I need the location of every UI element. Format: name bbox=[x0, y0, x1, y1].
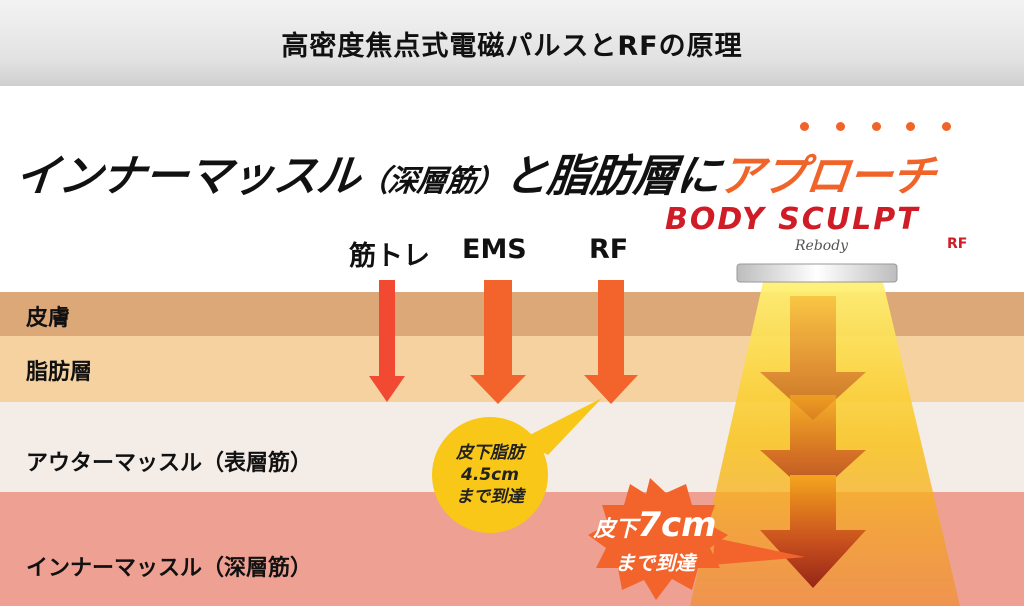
layer-label-inner-muscle: インナーマッスル（深層筋） bbox=[26, 556, 313, 581]
headline: インナーマッスル（深層筋）と脂肪層にアプローチ bbox=[13, 140, 939, 204]
burst-prefix: 皮下 bbox=[593, 517, 638, 542]
headline-accent: アプローチ bbox=[716, 151, 938, 202]
headline-part2: と脂肪層に bbox=[501, 151, 723, 202]
headline-part1: インナーマッスル bbox=[12, 151, 363, 202]
bubble-tail bbox=[520, 398, 602, 455]
header-bar: 高密度焦点式電磁パルスとRFの原理 bbox=[0, 0, 1024, 86]
layer-label-fat: 脂肪層 bbox=[26, 360, 93, 385]
device-head bbox=[736, 263, 898, 283]
emphasis-dot bbox=[836, 122, 845, 131]
rf-arrow bbox=[584, 280, 638, 404]
logo-sub: Rebody bbox=[795, 238, 849, 254]
emphasis-dot bbox=[800, 122, 809, 131]
layer-label-outer-muscle: アウターマッスル（表層筋） bbox=[26, 451, 313, 476]
page-title: 高密度焦点式電磁パルスとRFの原理 bbox=[281, 30, 743, 62]
emphasis-dot bbox=[942, 122, 951, 131]
bubble-line1: 皮下脂肪 bbox=[456, 443, 524, 463]
layer-label-skin: 皮膚 bbox=[26, 306, 71, 331]
ems-arrow bbox=[470, 280, 526, 404]
bubble-line2: 4.5cm bbox=[461, 465, 519, 485]
burst-line2: まで到達 bbox=[615, 551, 695, 575]
brand-logo: BODY SCULPT Rebody RF bbox=[665, 202, 975, 272]
method-label-rf: RF bbox=[589, 234, 629, 265]
bubble-line3: まで到達 bbox=[456, 487, 524, 507]
method-label-ems: EMS bbox=[462, 234, 527, 265]
method-label-strength-training: 筋トレ bbox=[349, 241, 430, 272]
burst-shape bbox=[588, 478, 728, 600]
fat-depth-bubble: 皮下脂肪 4.5cm まで到達 bbox=[432, 417, 548, 533]
burst-big: 7cm bbox=[637, 505, 717, 545]
logo-rf: RF bbox=[947, 236, 968, 252]
strength-training-arrow bbox=[369, 280, 405, 402]
logo-main: BODY SCULPT bbox=[665, 202, 920, 237]
deep-penetration-arrow bbox=[760, 296, 866, 588]
deep-depth-callout: 皮下7cm まで到達 bbox=[580, 505, 730, 576]
emphasis-dot bbox=[872, 122, 881, 131]
emphasis-dot bbox=[906, 122, 915, 131]
burst-tail bbox=[712, 538, 805, 565]
headline-paren: （深層筋） bbox=[357, 164, 506, 199]
